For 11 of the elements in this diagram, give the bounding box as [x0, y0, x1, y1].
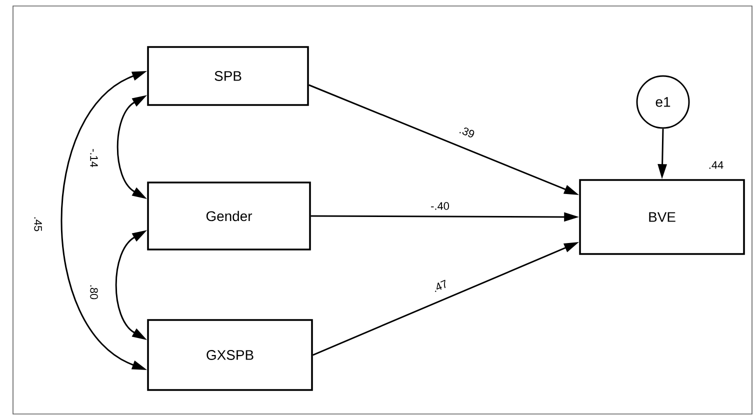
variable-box: SPB: [147, 46, 309, 106]
variable-box: BVE: [579, 179, 745, 255]
variable-box: GXSPB: [147, 319, 313, 391]
edge-label: .39: [459, 128, 474, 138]
edge-label: -.40: [431, 202, 449, 210]
edge-label: .45: [34, 217, 42, 232]
edge-label: .80: [90, 285, 98, 300]
r-squared-label: .44: [709, 161, 724, 169]
variable-box: Gender: [147, 182, 311, 250]
edge-label: -.14: [90, 149, 98, 168]
edge-label: .47: [434, 280, 446, 292]
